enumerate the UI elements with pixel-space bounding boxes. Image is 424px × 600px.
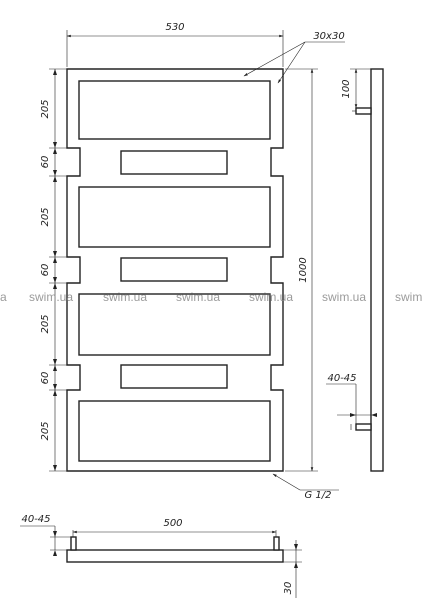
thread-label: G 1/2 bbox=[304, 490, 331, 501]
side-top-bracket bbox=[355, 107, 372, 115]
section-label-5: 205 bbox=[40, 314, 51, 333]
watermark-4: swim.ua bbox=[249, 290, 293, 304]
bottom-center-distance-label: 500 bbox=[163, 518, 182, 529]
section-label-1: 205 bbox=[40, 99, 51, 118]
watermark-5: swim.ua bbox=[322, 290, 366, 304]
profile-label: 30x30 bbox=[313, 31, 344, 42]
height-dimension: 1000 bbox=[285, 68, 318, 472]
profile-callout: 30x30 bbox=[243, 31, 345, 84]
side-bottom-connection bbox=[355, 423, 372, 431]
watermark-3: swim.ua bbox=[176, 290, 220, 304]
section-label-7: 205 bbox=[40, 421, 51, 440]
crossbar-3 bbox=[120, 364, 228, 389]
bottom-profile-bar bbox=[66, 549, 284, 563]
crossbar-1 bbox=[120, 150, 228, 175]
panel-opening-3 bbox=[78, 293, 271, 356]
panel-opening-1 bbox=[78, 80, 271, 140]
watermark-edge-left: a bbox=[0, 290, 7, 304]
bottom-wall-gap-label: 40-45 bbox=[21, 514, 50, 525]
watermark-row: a swim.ua swim.ua swim.ua swim.ua swim.u… bbox=[0, 290, 422, 304]
crossbar-2 bbox=[120, 257, 228, 282]
side-profile-bar bbox=[370, 68, 384, 472]
section-label-2: 60 bbox=[40, 156, 51, 169]
radiator-bottom-view: 500 40-45 30 bbox=[20, 514, 302, 598]
section-label-3: 205 bbox=[40, 207, 51, 226]
panel-opening-2 bbox=[78, 186, 271, 248]
bottom-left-connection bbox=[70, 536, 77, 551]
width-label: 530 bbox=[165, 22, 184, 33]
height-label: 1000 bbox=[298, 257, 309, 282]
watermark-2: swim.ua bbox=[103, 290, 147, 304]
side-top-offset-label: 100 bbox=[341, 79, 352, 98]
watermark-edge-right: swim bbox=[395, 290, 422, 304]
section-dimensions: 205 60 205 60 205 60 205 bbox=[40, 68, 67, 472]
panel-opening-4 bbox=[78, 400, 271, 462]
radiator-side-view: 100 40-45 bbox=[326, 68, 384, 472]
radiator-front-view bbox=[66, 68, 284, 472]
section-label-4: 60 bbox=[40, 264, 51, 277]
section-label-6: 60 bbox=[40, 372, 51, 385]
width-dimension: 530 bbox=[66, 22, 284, 67]
thread-callout: G 1/2 bbox=[272, 473, 339, 501]
bottom-right-connection bbox=[273, 536, 280, 551]
watermark-1: swim.ua bbox=[29, 290, 73, 304]
bottom-depth-label: 30 bbox=[283, 582, 294, 595]
side-wall-gap-label: 40-45 bbox=[327, 373, 356, 384]
